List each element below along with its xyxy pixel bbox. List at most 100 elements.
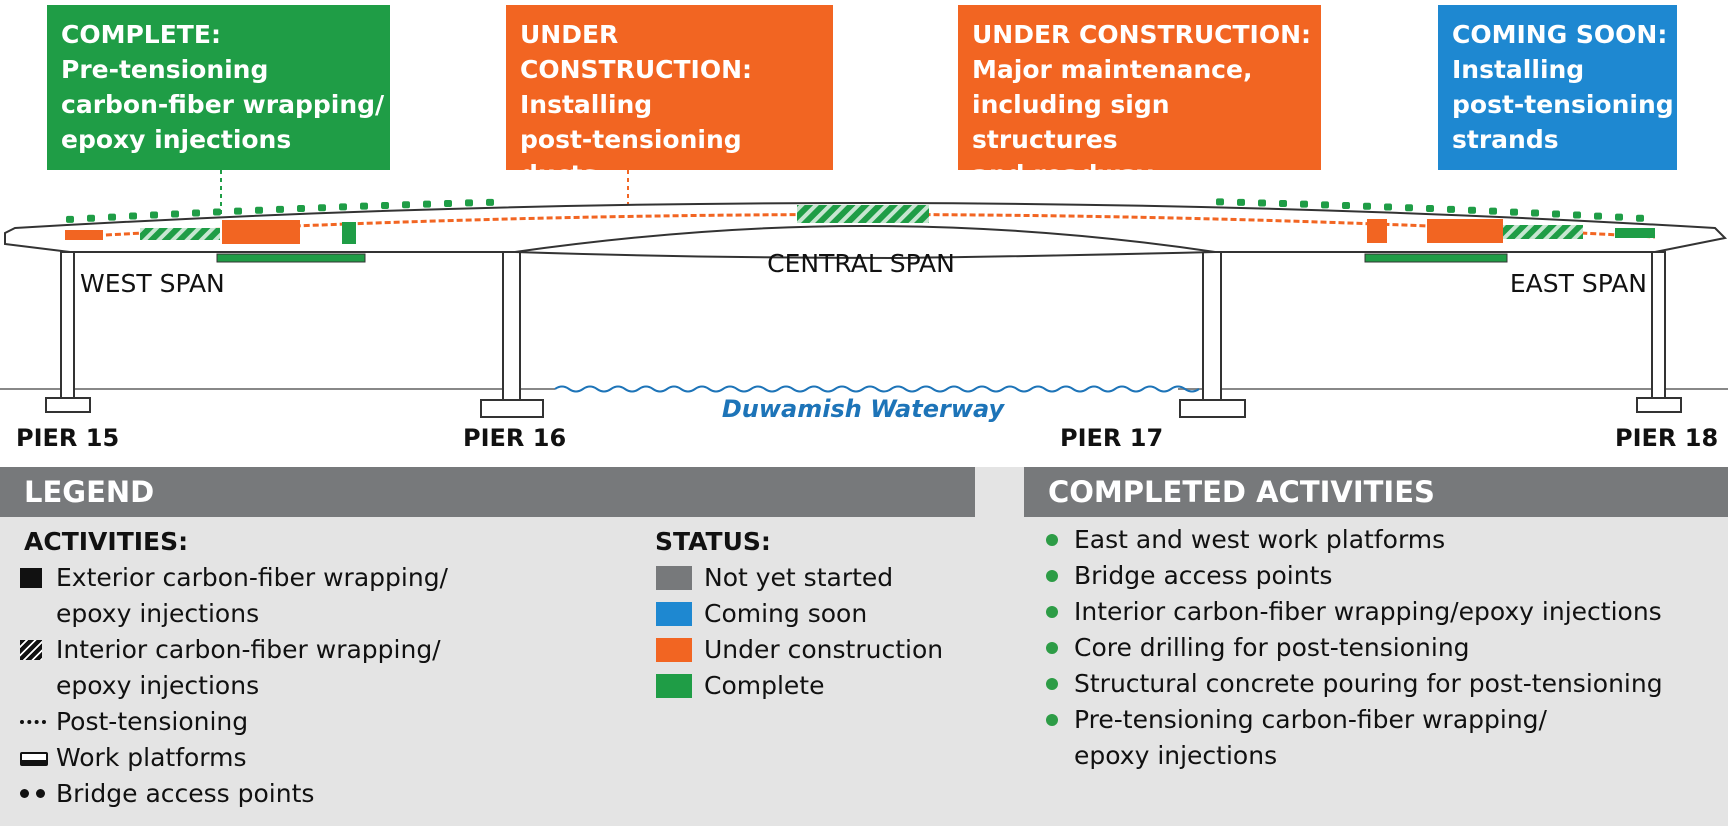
- west-work-platform: [216, 253, 366, 263]
- callout-complete: COMPLETE: Pre-tensioning carbon-fiber wr…: [47, 5, 390, 170]
- activity-label: Interior carbon-fiber wrapping/ epoxy in…: [56, 635, 441, 700]
- status-item: Coming soon: [656, 596, 976, 632]
- solid-square-icon: [18, 560, 56, 596]
- bridge-diagram: WEST SPAN CENTRAL SPAN EAST SPAN PIER 15…: [0, 170, 1728, 452]
- west-orange-block: [222, 220, 300, 244]
- activities-list: Exterior carbon-fiber wrapping/ epoxy in…: [18, 560, 558, 812]
- callout-text: Installing post-tensioning strands: [1452, 55, 1674, 154]
- access-point-bump: [129, 212, 137, 220]
- pier-18-label: PIER 18: [1615, 424, 1718, 452]
- access-point-bump: [1237, 198, 1245, 206]
- access-point-bump: [1573, 211, 1581, 219]
- access-point-bump: [297, 205, 305, 213]
- access-point-bump: [1258, 199, 1266, 207]
- activity-label: Exterior carbon-fiber wrapping/ epoxy in…: [56, 563, 448, 628]
- platform-icon: [18, 740, 56, 776]
- access-point-bump: [318, 204, 326, 212]
- west-span-label: WEST SPAN: [80, 269, 225, 298]
- completed-label: Structural concrete pouring for post-ten…: [1074, 669, 1663, 698]
- activities-title: ACTIVITIES:: [24, 527, 189, 556]
- west-interior-wrap: [140, 228, 220, 240]
- activity-item: Bridge access points: [18, 776, 558, 812]
- access-point-bump: [444, 200, 452, 208]
- east-orange-small: [1367, 219, 1387, 243]
- status-swatch-blue: [656, 602, 692, 626]
- access-point-bump: [1426, 205, 1434, 213]
- pier-17: [1179, 251, 1246, 418]
- bullet-icon: [1046, 606, 1058, 618]
- status-title: STATUS:: [655, 527, 771, 556]
- bullet-icon: [1046, 678, 1058, 690]
- access-point-bump: [234, 207, 242, 215]
- bottom-panel: [0, 467, 1728, 826]
- access-point-bump: [1510, 208, 1518, 216]
- bridge-deck-underside: [514, 224, 1216, 253]
- access-point-bump: [1405, 204, 1413, 212]
- completed-label: Core drilling for post-tensioning: [1074, 633, 1470, 662]
- callout-title: COMING SOON:: [1452, 20, 1668, 49]
- access-point-bump: [87, 214, 95, 222]
- access-point-bump: [360, 202, 368, 210]
- access-point-bump: [1216, 198, 1224, 206]
- completed-item: Core drilling for post-tensioning: [1040, 630, 1720, 666]
- activity-item: Interior carbon-fiber wrapping/ epoxy in…: [18, 632, 558, 704]
- access-point-bump: [1447, 205, 1455, 213]
- access-point-bump: [1468, 206, 1476, 214]
- activity-item: Post-tensioning: [18, 704, 558, 740]
- bullet-icon: [1046, 570, 1058, 582]
- bullet-icon: [1046, 714, 1058, 726]
- pier-17-label: PIER 17: [1060, 424, 1163, 452]
- status-list: Not yet started Coming soon Under constr…: [656, 560, 976, 704]
- callout-title: UNDER CONSTRUCTION:: [520, 20, 753, 84]
- access-point-bump: [1594, 212, 1602, 220]
- central-span-label: CENTRAL SPAN: [767, 249, 955, 278]
- west-exterior-wrap: [65, 230, 103, 240]
- status-label: Not yet started: [704, 563, 894, 592]
- bridge-deck: [4, 202, 1728, 260]
- pier-18: [1636, 251, 1682, 413]
- completed-label: Pre-tensioning carbon-fiber wrapping/ ep…: [1074, 705, 1547, 770]
- activity-label: Work platforms: [56, 743, 247, 772]
- access-point-bump: [213, 208, 221, 216]
- access-point-bump: [66, 215, 74, 223]
- callout-under-construction-maintenance: UNDER CONSTRUCTION: Major maintenance, i…: [958, 5, 1321, 224]
- access-point-bump: [192, 209, 200, 217]
- dashed-line-icon: [18, 704, 56, 740]
- activity-item: Work platforms: [18, 740, 558, 776]
- completed-item: Interior carbon-fiber wrapping/epoxy inj…: [1040, 594, 1720, 630]
- status-swatch-gray: [656, 566, 692, 590]
- completed-label: East and west work platforms: [1074, 525, 1446, 554]
- completed-item: Pre-tensioning carbon-fiber wrapping/ ep…: [1040, 702, 1720, 774]
- access-point-bump: [339, 203, 347, 211]
- completed-activities-header: COMPLETED ACTIVITIES: [1024, 467, 1728, 517]
- bullet-icon: [1046, 534, 1058, 546]
- activity-item: Exterior carbon-fiber wrapping/ epoxy in…: [18, 560, 558, 632]
- post-tensioning-line: [69, 213, 1656, 239]
- east-span-label: EAST SPAN: [1510, 269, 1647, 298]
- status-label: Under construction: [704, 635, 944, 664]
- legend-header: LEGEND: [0, 467, 975, 517]
- callout-coming-soon: COMING SOON: Installing post-tensioning …: [1438, 5, 1677, 170]
- access-point-bump: [276, 205, 284, 213]
- access-point-bump: [381, 201, 389, 209]
- waterway-label: Duwamish Waterway: [722, 395, 1006, 423]
- status-item: Under construction: [656, 632, 976, 668]
- central-interior-wrap: [797, 205, 929, 223]
- access-point-bump: [486, 198, 494, 206]
- pier-15-label: PIER 15: [16, 424, 119, 452]
- status-label: Complete: [704, 671, 825, 700]
- status-item: Complete: [656, 668, 976, 704]
- completed-item: Structural concrete pouring for post-ten…: [1040, 666, 1720, 702]
- access-point-bump: [1531, 209, 1539, 217]
- callout-text: Installing post-tensioning ducts: [520, 90, 742, 189]
- hatched-square-icon: [18, 632, 56, 668]
- completed-label: Interior carbon-fiber wrapping/epoxy inj…: [1074, 597, 1662, 626]
- access-point-bump: [150, 211, 158, 219]
- access-point-bump: [1342, 202, 1350, 210]
- access-point-bump: [1321, 201, 1329, 209]
- access-point-bump: [465, 199, 473, 207]
- east-orange-block: [1427, 219, 1503, 243]
- status-item: Not yet started: [656, 560, 976, 596]
- completed-label: Bridge access points: [1074, 561, 1333, 590]
- completed-item: East and west work platforms: [1040, 522, 1720, 558]
